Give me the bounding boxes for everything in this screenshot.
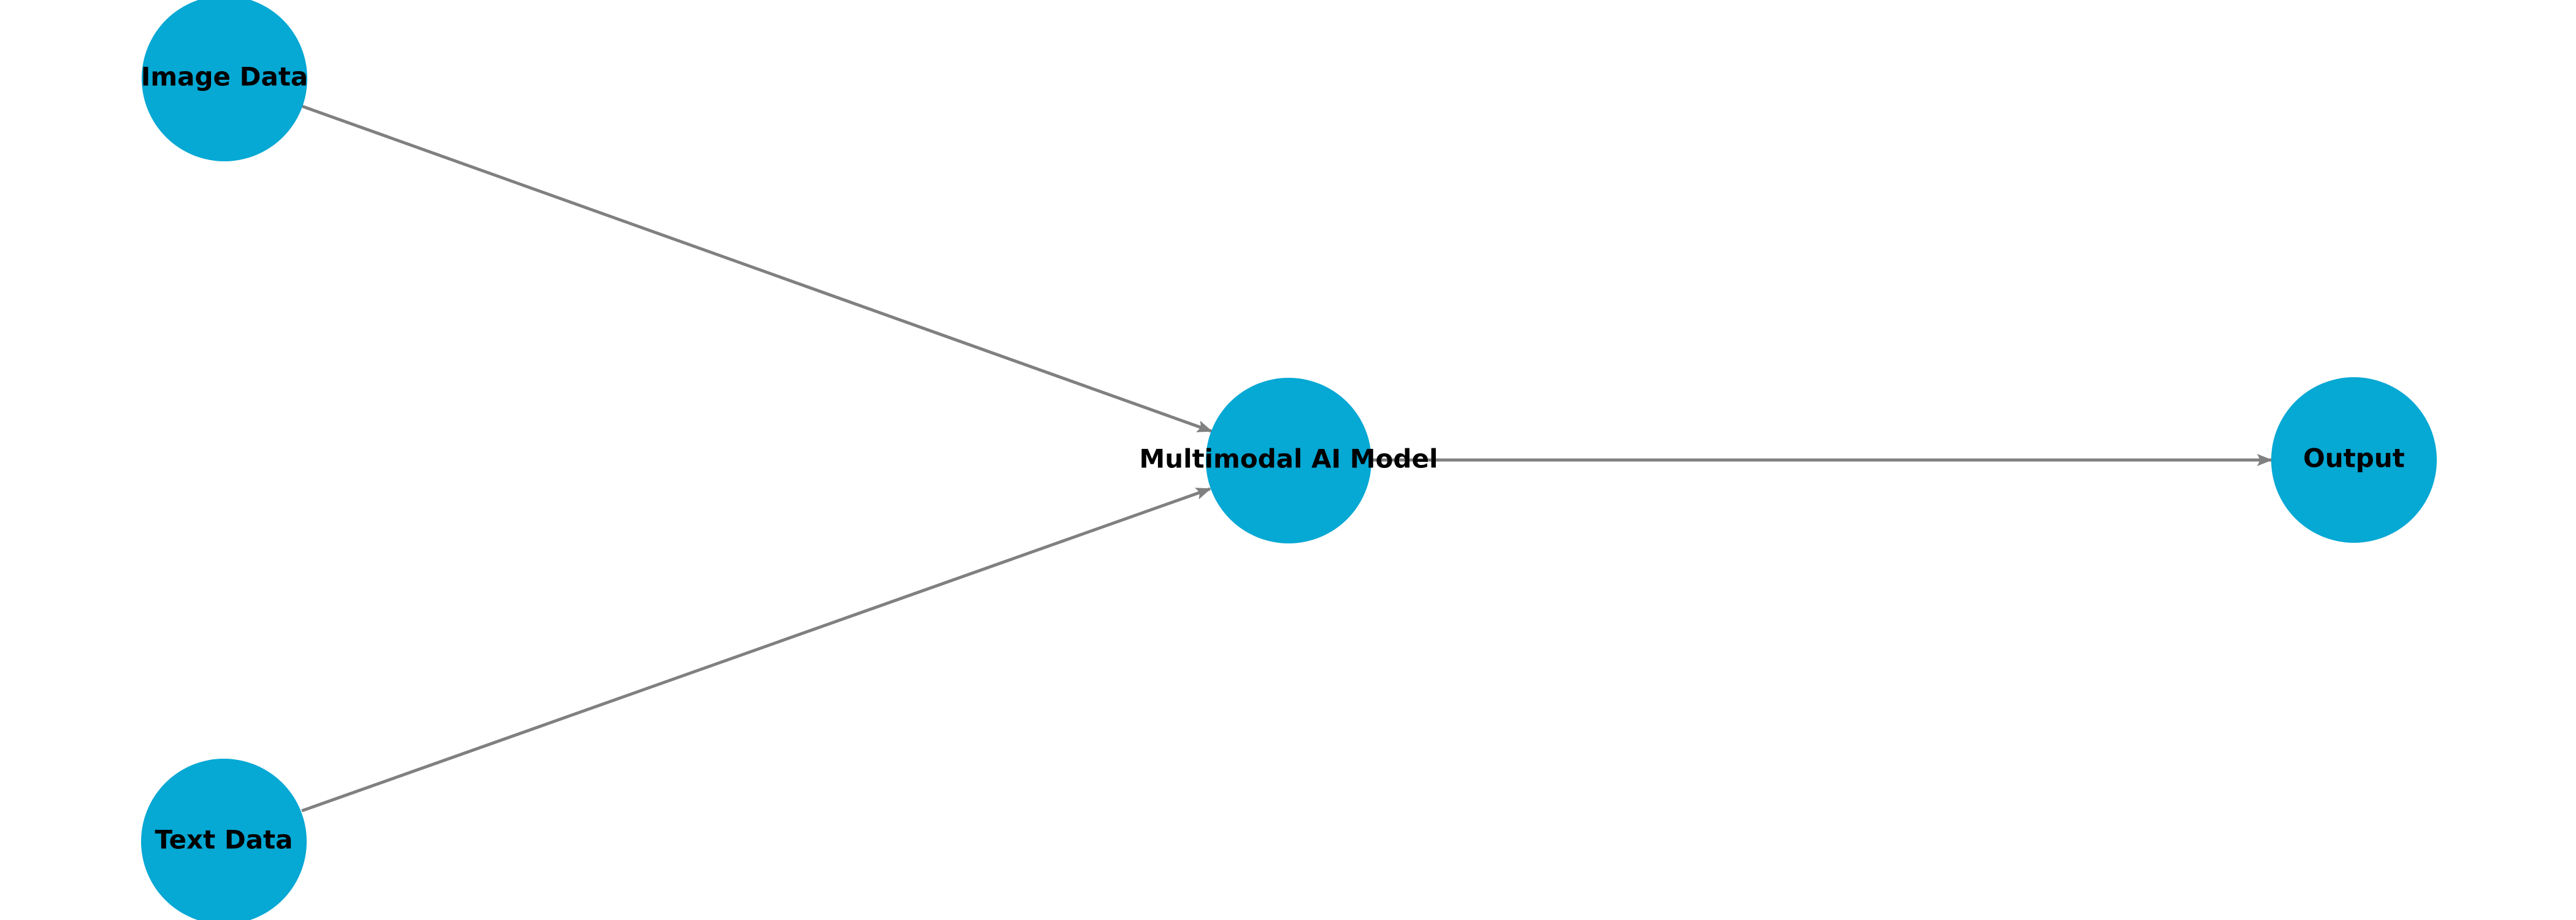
node-multimodal-ai-model[interactable]: [1206, 378, 1371, 543]
edge-image-data-to-multimodal-ai-model[interactable]: [301, 104, 1213, 433]
node-label-output: Output: [2303, 443, 2405, 473]
node-label-multimodal-ai-model: Multimodal AI Model: [1140, 444, 1438, 474]
label-layer: Image Data Text Data Multimodal AI Model…: [141, 62, 2405, 855]
edge-text-data-to-multimodal-ai-model[interactable]: [301, 487, 1211, 813]
node-label-text-data: Text Data: [155, 825, 293, 855]
node-image-data[interactable]: [142, 0, 307, 161]
edge-layer: [301, 104, 2273, 813]
node-output[interactable]: [2271, 377, 2437, 543]
node-layer: [141, 0, 2437, 920]
node-label-image-data: Image Data: [141, 62, 309, 92]
node-text-data[interactable]: [141, 759, 307, 920]
